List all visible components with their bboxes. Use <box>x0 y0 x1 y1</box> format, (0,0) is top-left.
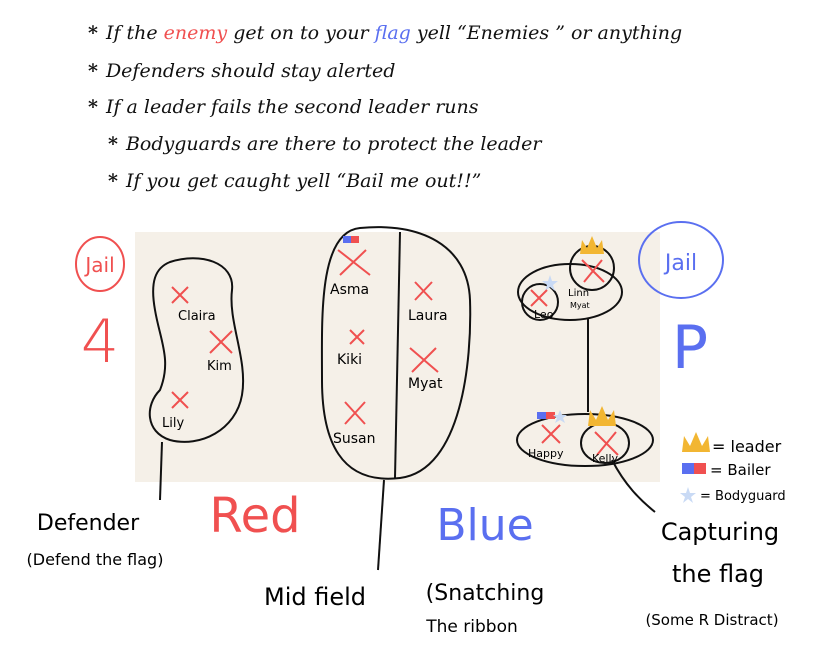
cross-mark <box>344 401 366 425</box>
capture-sub: (Some R Distract) <box>645 611 778 629</box>
rule-5-text: If you get caught yell “Bail me out!!” <box>125 170 482 192</box>
player-kiki: Kiki <box>337 329 365 368</box>
blue-jail-circle <box>638 221 724 299</box>
player-name: Lily <box>162 416 184 431</box>
team-blue-label: Blue <box>436 500 533 551</box>
cross-mark <box>541 424 561 444</box>
legend-leader: = leader <box>712 437 782 456</box>
bullet-star: * <box>108 133 118 155</box>
player-name: Linn <box>568 288 589 299</box>
team-red-label: Red <box>209 488 300 544</box>
midfield-zone <box>320 226 472 480</box>
cross-mark <box>414 281 433 301</box>
midfield-sub: The ribbon <box>425 617 518 637</box>
red-jail-circle <box>75 236 125 292</box>
blue-jail-label: Jail <box>663 251 697 276</box>
defender-title: Defender <box>37 511 140 536</box>
crown-icon <box>580 236 604 254</box>
midfield-title: Mid field <box>264 583 366 611</box>
player-name: Claira <box>178 309 216 324</box>
rule-1-mid: get on to your <box>227 22 375 44</box>
cross-mark <box>209 330 233 354</box>
red-jail-label: Jail <box>83 253 114 277</box>
player-kim: Kim <box>207 330 233 374</box>
player-asma: Asma <box>330 249 371 298</box>
cross-mark <box>171 391 189 409</box>
rule-4-text: Bodyguards are there to protect the lead… <box>125 133 542 155</box>
legend-bodyguard: = Bodyguard <box>700 489 786 504</box>
red-flag: 4 <box>81 307 119 377</box>
legend-bailer-red <box>694 463 706 474</box>
player-laura: Laura <box>408 281 448 324</box>
rule-1-pre: If the <box>105 22 164 44</box>
cross-mark <box>171 286 189 304</box>
bullet-star: * <box>88 60 98 82</box>
player-name: Susan <box>333 431 376 447</box>
cross-mark <box>337 249 371 276</box>
legend-bailer: = Bailer <box>710 461 771 479</box>
capture-pointer <box>611 459 656 513</box>
rule-1-flag: flag <box>374 22 411 44</box>
player-susan: Susan <box>333 401 376 447</box>
player-name: Myat <box>408 376 443 392</box>
bailer-marker-blue <box>343 236 351 243</box>
capture-title: Capturing <box>661 518 779 546</box>
player-leo: Leo <box>530 289 554 321</box>
defender-sub: (Defend the flag) <box>27 550 164 569</box>
cross-mark <box>594 431 619 456</box>
legend-crown-icon <box>682 432 710 452</box>
blue-flag: P <box>672 313 708 383</box>
bailer-marker-red <box>351 236 359 243</box>
legend-bailer-blue <box>682 463 694 474</box>
midfield-pointer <box>377 479 385 571</box>
player-myat: Myat <box>408 347 443 392</box>
rule-1-enemy: enemy <box>163 22 228 44</box>
bullet-star: * <box>108 170 118 192</box>
crown-icon <box>588 406 616 426</box>
player-linn: Linn Myat <box>568 259 605 310</box>
defender-zone <box>148 257 245 443</box>
bailer-marker-blue <box>537 412 546 419</box>
bodyguard-star-icon <box>542 275 558 291</box>
capture-title-2: the flag <box>672 560 764 588</box>
player-name: Laura <box>408 308 448 324</box>
midfield-divider <box>394 231 401 479</box>
cross-mark <box>530 289 548 307</box>
player-name: Kim <box>207 359 232 374</box>
rule-1: * If the enemy get on to your flag yell “… <box>88 22 682 44</box>
bailer-marker-red <box>546 412 555 419</box>
player-claira: Claira <box>171 286 216 324</box>
defender-pointer <box>159 441 163 501</box>
rule-3: * If a leader fails the second leader run… <box>88 96 479 118</box>
player-lily: Lily <box>162 391 189 431</box>
bodyguard-star-icon <box>553 410 567 423</box>
cross-mark <box>409 347 439 373</box>
legend-star-icon <box>680 487 696 503</box>
player-name: Asma <box>330 282 369 298</box>
bullet-star: * <box>88 96 98 118</box>
midfield-paren: (Snatching <box>426 581 545 606</box>
rule-5: * If you get caught yell “Bail me out!!” <box>108 170 481 192</box>
player-circle-leo <box>521 283 559 321</box>
rule-2-text: Defenders should stay alerted <box>105 60 396 82</box>
rule-1-post: yell “Enemies ” or anything <box>410 22 683 44</box>
player-name: Leo <box>534 308 554 321</box>
capture-group-bottom <box>516 413 654 467</box>
player-name-2: Myat <box>570 301 590 310</box>
bullet-star: * <box>88 22 98 44</box>
cross-mark <box>581 259 605 283</box>
rule-3-text: If a leader fails the second leader runs <box>105 96 479 118</box>
player-name: Kiki <box>337 352 362 368</box>
cross-mark <box>349 329 365 345</box>
player-happy: Happy <box>528 424 564 460</box>
rule-4: * Bodyguards are there to protect the lea… <box>108 133 541 155</box>
rule-2: * Defenders should stay alerted <box>88 60 395 82</box>
player-name: Happy <box>528 447 564 460</box>
